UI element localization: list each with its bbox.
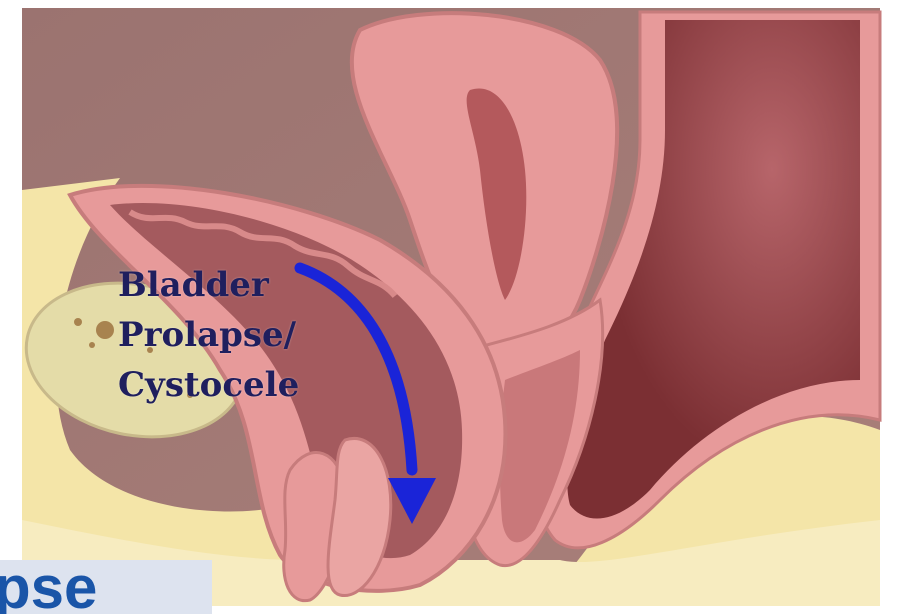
label-bladder: Bladder	[118, 268, 269, 302]
bone-speck	[74, 318, 82, 326]
label-cystocele: Cystocele	[118, 368, 299, 402]
label-prolapse: Prolapse/	[118, 318, 296, 352]
bone-speck	[96, 321, 114, 339]
bone-speck	[89, 342, 95, 348]
caption-fragment: pse	[0, 558, 97, 614]
